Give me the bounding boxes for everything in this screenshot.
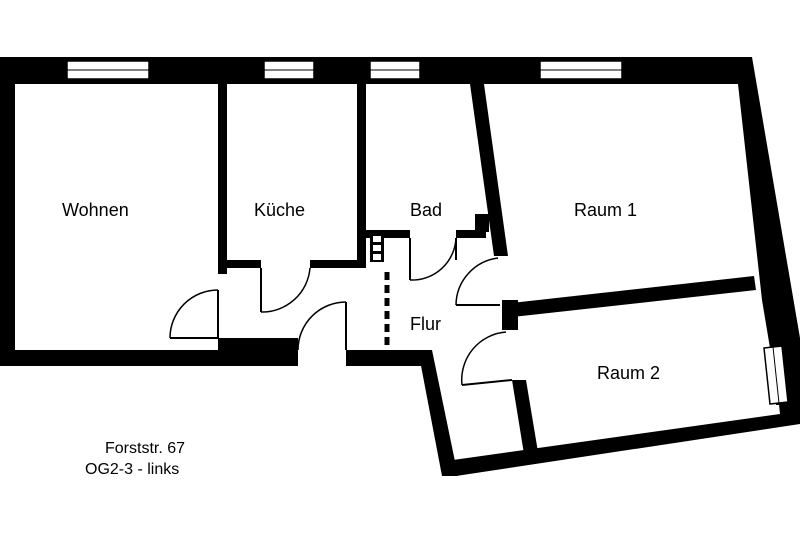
address-unit: OG2-3 - links — [85, 461, 179, 478]
address-street: Forststr. 67 — [105, 440, 185, 457]
room-label-wohnen: Wohnen — [62, 200, 129, 220]
doors — [169, 237, 513, 386]
room-label-flur: Flur — [410, 314, 441, 334]
room-label-raum1: Raum 1 — [574, 200, 637, 220]
interior-walls — [218, 84, 756, 454]
room-label-kueche: Küche — [254, 200, 305, 220]
outer-walls — [0, 57, 800, 476]
windows — [66, 60, 789, 405]
room-label-bad: Bad — [410, 200, 442, 220]
room-label-raum2: Raum 2 — [597, 363, 660, 383]
